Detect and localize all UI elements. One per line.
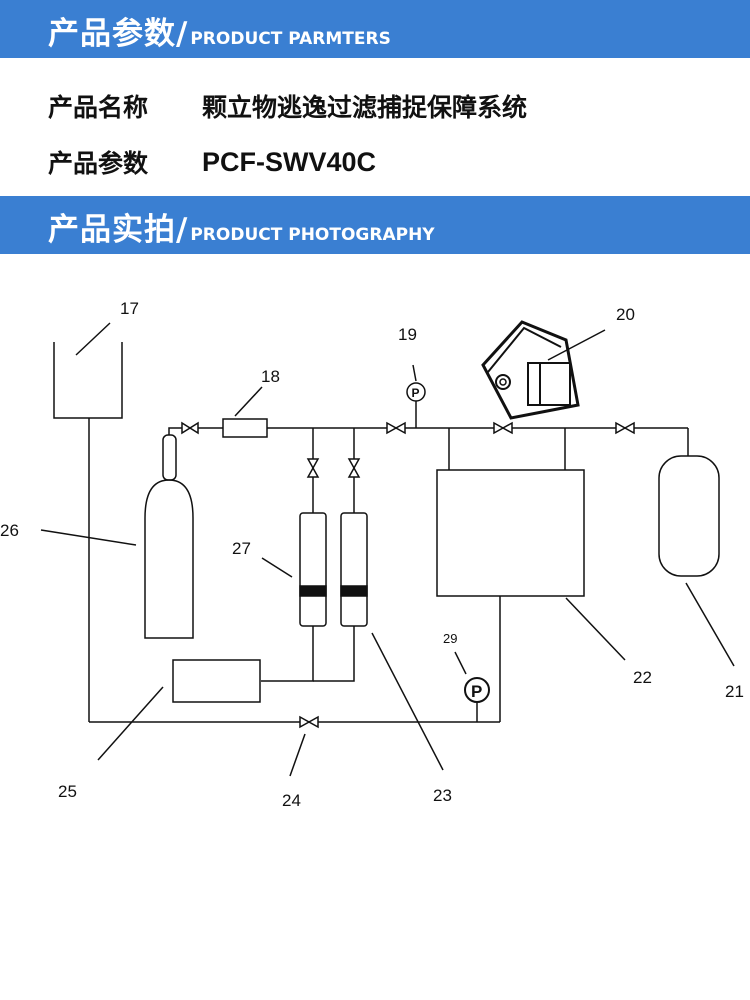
photo-title-cn: 产品实拍/ xyxy=(48,212,189,248)
gas-cylinder-26 xyxy=(144,434,194,639)
leader-19 xyxy=(412,364,417,382)
pipe-col-1-out xyxy=(261,626,314,682)
leader-24 xyxy=(289,733,306,777)
filter-18 xyxy=(222,418,268,438)
chamber-22 xyxy=(436,469,585,597)
camera-20 xyxy=(481,320,580,420)
leader-26 xyxy=(40,529,137,546)
valve-chamber-top xyxy=(493,421,513,435)
label-18: 18 xyxy=(261,367,280,386)
product-name-label: 产品名称 xyxy=(48,93,149,122)
pressure-gauge-29 xyxy=(464,677,490,703)
column-23 xyxy=(340,512,368,627)
label-20: 20 xyxy=(616,305,635,324)
pipe-top-left xyxy=(168,427,390,435)
params-title-en: PRODUCT PARMTERS xyxy=(190,29,391,49)
pipe-col-2-out xyxy=(313,626,355,682)
label-27: 27 xyxy=(232,539,251,558)
product-model-value: PCF-SWV40C xyxy=(202,146,377,177)
product-model-label: 产品参数 xyxy=(48,149,149,178)
leader-18 xyxy=(234,386,263,417)
product-model-row: 产品参数 PCF-SWV40C xyxy=(48,144,376,180)
label-23: 23 xyxy=(433,786,452,805)
tank-21 xyxy=(658,455,720,577)
leader-27 xyxy=(261,557,293,578)
leader-22 xyxy=(565,597,626,661)
label-19: 19 xyxy=(398,325,417,344)
gauge-29-symbol: P xyxy=(471,682,482,701)
label-24: 24 xyxy=(282,791,301,810)
leader-17 xyxy=(75,322,111,356)
label-21: 21 xyxy=(725,682,744,701)
label-22: 22 xyxy=(633,668,652,687)
photo-title-en: PRODUCT PHOTOGRAPHY xyxy=(190,225,435,245)
leader-20 xyxy=(547,329,606,361)
reservoir-17 xyxy=(53,342,123,419)
leader-29 xyxy=(454,651,467,675)
params-banner: 产品参数/ PRODUCT PARMTERS xyxy=(0,0,750,58)
label-29: 29 xyxy=(443,631,457,646)
label-26: 26 xyxy=(0,521,19,540)
photo-banner: 产品实拍/ PRODUCT PHOTOGRAPHY xyxy=(0,196,750,254)
valve-inlet-main xyxy=(386,421,406,435)
params-title-cn: 产品参数/ xyxy=(48,16,189,52)
valve-branch-1 xyxy=(306,458,320,478)
valve-24 xyxy=(299,715,319,729)
leader-21 xyxy=(685,582,735,667)
unit-25 xyxy=(172,659,261,703)
column-27 xyxy=(299,512,327,627)
gauge-19-symbol: P xyxy=(412,386,420,400)
valve-tank-line xyxy=(615,421,635,435)
valve-cylinder-outlet xyxy=(181,421,199,435)
label-17: 17 xyxy=(120,299,139,318)
leader-23 xyxy=(371,632,444,771)
product-name-value: 颗立物逃逸过滤捕捉保障系统 xyxy=(202,93,528,122)
valve-branch-2 xyxy=(347,458,361,478)
pressure-gauge-19 xyxy=(406,382,426,402)
label-25: 25 xyxy=(58,782,77,801)
leader-25 xyxy=(97,686,164,761)
product-name-row: 产品名称 颗立物逃逸过滤捕捉保障系统 xyxy=(48,88,527,124)
system-schematic: 17 26 18 27 23 xyxy=(0,299,744,810)
